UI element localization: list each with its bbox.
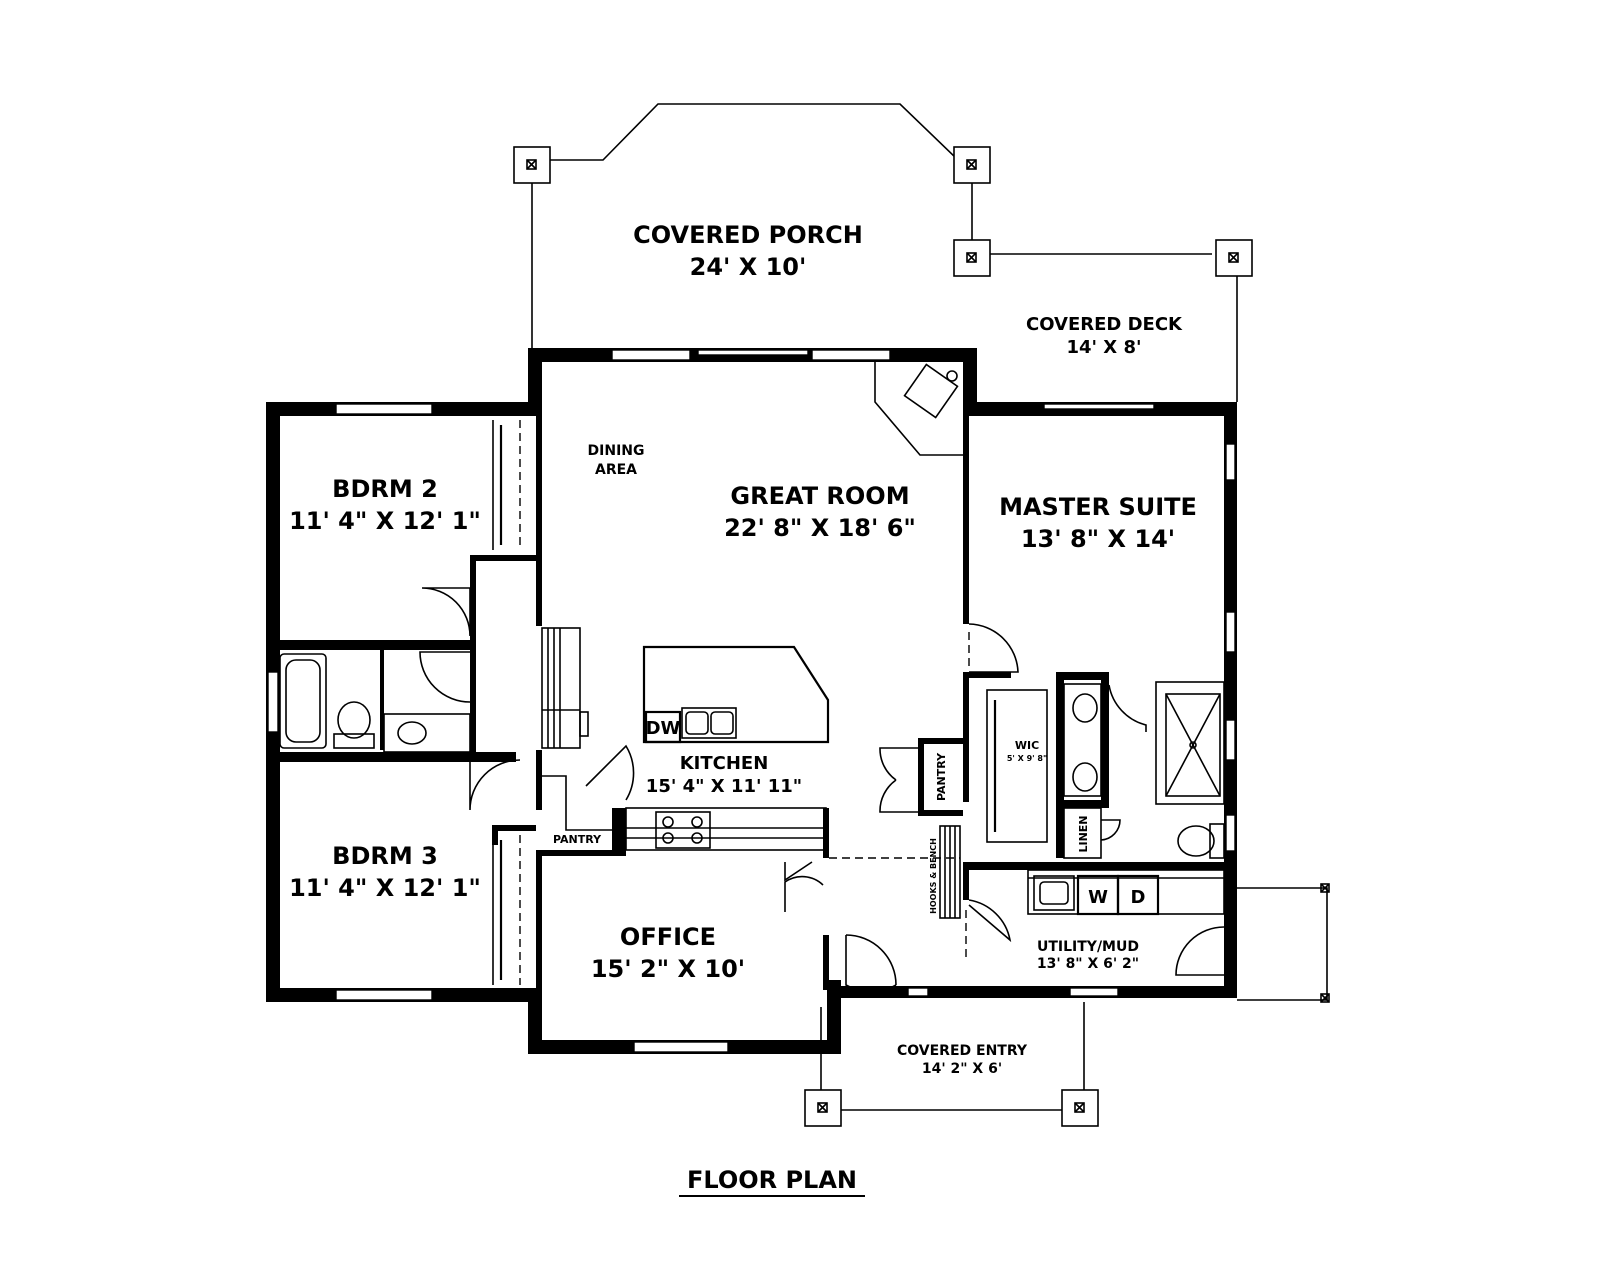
washer-label: W — [1088, 887, 1108, 908]
entry-size: 14' 2" X 6' — [922, 1061, 1002, 1077]
bdrm3-name: BDRM 3 — [332, 842, 438, 870]
kitchen-counters — [541, 627, 827, 851]
kitchen-island: DW — [642, 645, 830, 744]
linen-label: LINEN — [1077, 815, 1090, 852]
dining-label-2: AREA — [595, 462, 637, 478]
doors — [419, 587, 1225, 993]
utility-name: UTILITY/MUD — [1037, 939, 1139, 955]
hall-bath-fixtures — [279, 653, 471, 753]
bathtub-icon — [279, 653, 327, 749]
dryer-label: D — [1131, 887, 1146, 908]
entry-outline — [804, 883, 1330, 1127]
sink-icon — [681, 707, 737, 739]
linen-closet — [1063, 807, 1102, 859]
dryer-icon — [1116, 874, 1160, 916]
great-room-name: GREAT ROOM — [730, 482, 909, 510]
entry-name: COVERED ENTRY — [897, 1043, 1028, 1059]
toilet-icon — [333, 701, 375, 749]
shower-icon — [1155, 681, 1225, 805]
office-size: 15' 2" X 10' — [591, 955, 745, 983]
dishwasher-label: DW — [646, 718, 681, 739]
master-bath-fixtures — [1063, 681, 1225, 859]
master-name: MASTER SUITE — [999, 493, 1197, 521]
toilet-icon — [1177, 823, 1225, 859]
wic-size: 5' X 9' 8" — [1007, 754, 1047, 763]
interior-walls — [266, 416, 1237, 990]
windows — [267, 349, 1236, 1053]
master-size: 13' 8" X 14' — [1021, 525, 1175, 553]
dining-label: DINING — [588, 443, 645, 459]
vanity-icon — [383, 713, 471, 753]
hall-pantry-label: PANTRY — [935, 752, 948, 801]
utility-fixtures: W D — [939, 825, 1225, 919]
plan-title: FLOOR PLAN — [687, 1166, 857, 1194]
closets — [492, 420, 1048, 985]
hooks-bench-label: HOOKS & BENCH — [929, 838, 938, 914]
room-labels: COVERED PORCH 24' X 10' COVERED DECK 14'… — [289, 221, 1197, 1077]
kitchen-size: 15' 4" X 11' 11" — [646, 776, 802, 797]
great-room-size: 22' 8" X 18' 6" — [724, 514, 916, 542]
kitchen-pantry-label: PANTRY — [553, 833, 602, 846]
bdrm2-size: 11' 4" X 12' 1" — [289, 507, 481, 535]
kitchen-name: KITCHEN — [680, 753, 769, 774]
porch-outline — [513, 103, 1253, 402]
office-name: OFFICE — [620, 923, 716, 951]
deck-name: COVERED DECK — [1026, 314, 1183, 335]
range-icon — [655, 811, 711, 849]
utility-size: 13' 8" X 6' 2" — [1037, 956, 1139, 972]
porch-post-icon — [953, 146, 991, 184]
porch-name: COVERED PORCH — [633, 221, 863, 249]
porch-size: 24' X 10' — [690, 253, 807, 281]
bdrm3-size: 11' 4" X 12' 1" — [289, 874, 481, 902]
bdrm2-name: BDRM 2 — [332, 475, 438, 503]
dishwasher-icon — [644, 710, 682, 744]
utility-sink-icon — [1033, 875, 1075, 911]
deck-size: 14' X 8' — [1066, 337, 1141, 358]
wic-name: WIC — [1015, 739, 1039, 752]
fireplace-icon — [874, 362, 963, 456]
double-vanity-icon — [1063, 683, 1102, 797]
